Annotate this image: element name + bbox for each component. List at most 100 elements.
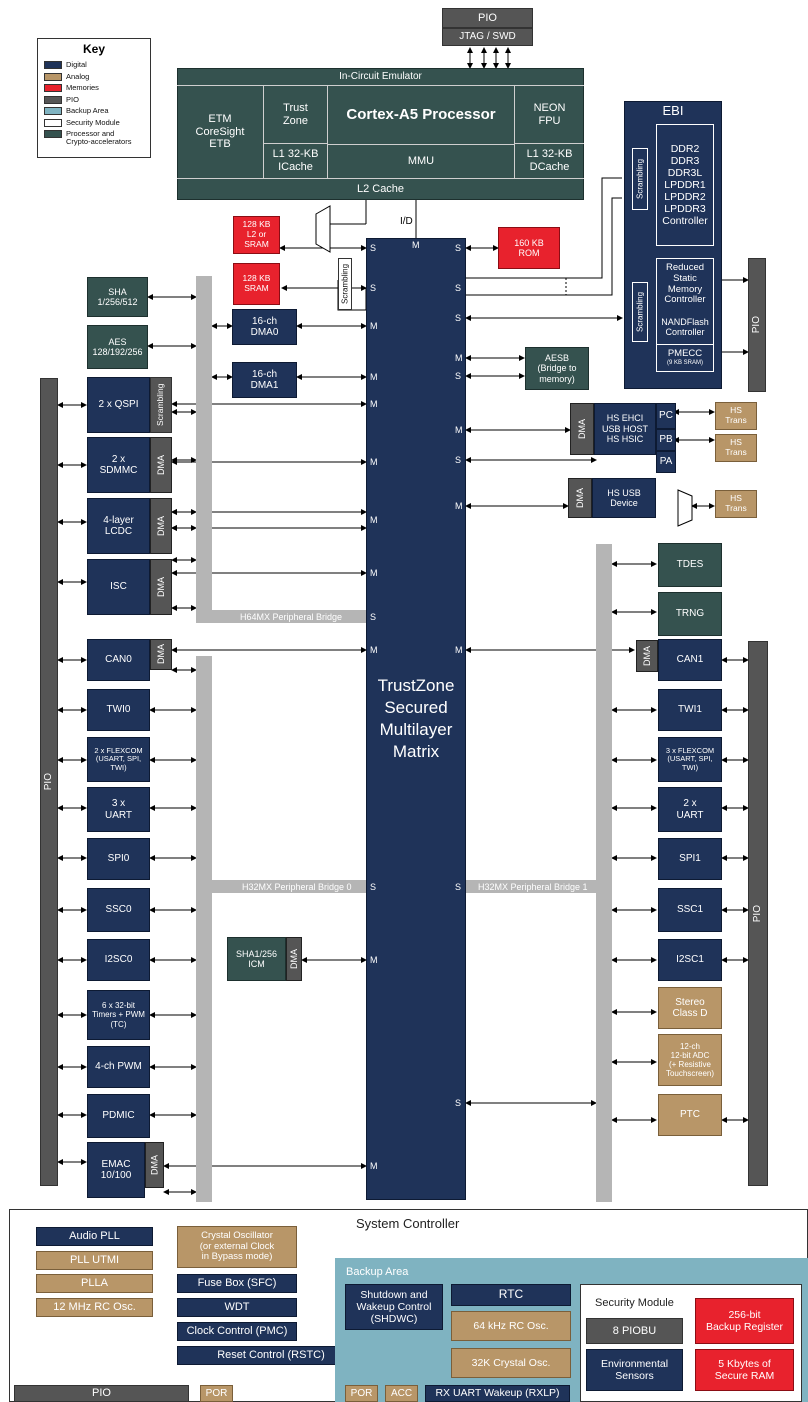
port-m-sdmmc: M — [370, 457, 378, 467]
ebi-ddr-scrambling: Scrambling — [632, 148, 648, 210]
emac-dma: DMA — [145, 1142, 164, 1188]
trng: TRNG — [658, 592, 722, 636]
tc: 6 x 32-bit Timers + PWM (TC) — [87, 990, 150, 1040]
port-m-icm: M — [370, 955, 378, 965]
trustzone: Trust Zone — [264, 86, 328, 144]
port-m-can1: M — [455, 645, 463, 655]
twi1: TWI1 — [658, 689, 722, 731]
uart-left: 3 x UART — [87, 787, 150, 832]
dcache: L1 32-KB DCache — [514, 144, 584, 178]
ebi-title: EBI — [662, 102, 684, 118]
spi1: SPI1 — [658, 838, 722, 880]
ptc: PTC — [658, 1094, 722, 1136]
sha: SHA 1/256/512 — [87, 277, 148, 317]
key-label: Digital — [66, 60, 87, 69]
env-sensors: Environmental Sensors — [586, 1349, 683, 1391]
neon-fpu: NEON FPU — [514, 86, 584, 144]
port-s-ebi2: S — [455, 313, 462, 323]
jtag-swd: JTAG / SWD — [442, 28, 533, 46]
port-m-top: M — [412, 240, 420, 250]
backup-title: Backup Area — [346, 1266, 409, 1278]
pwm: 4-ch PWM — [87, 1046, 150, 1088]
qspi-scrambling: Scrambling — [150, 377, 172, 433]
ebi-smc-scrambling: Scrambling — [632, 282, 648, 342]
i2sc1: I2SC1 — [658, 939, 722, 981]
port-s-ehci: S — [455, 455, 462, 465]
pll-utmi: PLL UTMI — [36, 1251, 153, 1270]
isc: ISC — [87, 559, 150, 615]
key-swatch — [44, 118, 62, 127]
right-pio-label: PIO — [752, 904, 764, 923]
qspi: 2 x QSPI — [87, 377, 150, 433]
key-label: Security Module — [66, 117, 120, 127]
sram-128kb: 128 KB SRAM — [233, 263, 280, 305]
etm: ETM CoreSight ETB — [177, 86, 264, 178]
port-m-emac: M — [370, 1161, 378, 1171]
class-d: Stereo Class D — [658, 987, 722, 1029]
port-s-bridge0: S — [370, 882, 377, 892]
key-label: Analog — [66, 71, 90, 81]
port-m-can0: M — [370, 645, 378, 655]
ebi-pmecc-label: PMECC — [667, 348, 703, 360]
key-swatch — [44, 72, 62, 81]
i2sc0: I2SC0 — [87, 939, 150, 981]
hs-trans-2: HS Trans — [715, 434, 757, 462]
sysctrl-pio: PIO — [14, 1385, 189, 1402]
emac: EMAC 10/100 — [87, 1142, 145, 1198]
key-label: Memories — [66, 83, 99, 92]
port-s-ptc: S — [455, 1098, 462, 1108]
plla: PLLA — [36, 1274, 153, 1293]
lcdc-dma: DMA — [150, 498, 172, 554]
wdt: WDT — [177, 1298, 297, 1317]
h64-bridge-label: H64MX Peripheral Bridge — [240, 612, 343, 622]
top-pio: PIO — [442, 8, 533, 28]
h32-bridge0 — [196, 880, 366, 893]
can1: CAN1 — [658, 639, 722, 681]
l2-cache: L2 Cache — [177, 178, 584, 200]
mem-scrambling: Scrambling — [338, 258, 352, 310]
usb-device: HS USB Device — [592, 478, 656, 518]
key-swatch — [44, 61, 62, 69]
h32-bridge0-vertical — [196, 656, 212, 1202]
sha-icm: SHA1/256 ICM — [227, 937, 286, 981]
twi0: TWI0 — [87, 689, 150, 731]
usb-ehci: HS EHCI USB HOST HS HSIC — [594, 403, 656, 455]
h64-bridge — [196, 610, 366, 623]
rxlp: RX UART Wakeup (RXLP) — [425, 1385, 570, 1402]
port-m-aesb: M — [455, 353, 463, 363]
flexcom-right: 3 x FLEXCOM (USART, SPI, TWI) — [658, 737, 722, 782]
acc: ACC — [385, 1385, 418, 1402]
can0-dma: DMA — [150, 639, 172, 670]
cortex-a5: Cortex-A5 Processor — [346, 106, 496, 124]
h64-bridge-vertical — [196, 276, 212, 623]
sysctrl-title: System Controller — [356, 1216, 460, 1231]
key-label: Processor and Crypto-accelerators — [66, 129, 132, 146]
sdmmc-dma: DMA — [150, 437, 172, 493]
aes: AES 128/192/256 — [87, 325, 148, 369]
ebi-nand: NANDFlash Controller — [656, 310, 714, 344]
trustzone-matrix: TrustZone Secured Multilayer Matrix — [366, 238, 466, 1200]
flexcom-left: 2 x FLEXCOM (USART, SPI, TWI) — [87, 737, 150, 782]
dma0: 16-ch DMA0 — [232, 309, 297, 345]
key-swatch — [44, 130, 62, 138]
ehci-dma: DMA — [570, 403, 594, 455]
port-pc: PC — [656, 403, 676, 429]
aesb: AESB (Bridge to memory) — [525, 347, 589, 390]
hs-trans-3: HS Trans — [715, 490, 757, 518]
pmc: Clock Control (PMC) — [177, 1322, 297, 1341]
port-m-lcdc: M — [370, 515, 378, 525]
icache: L1 32-KB ICache — [264, 144, 328, 178]
h32-bridge1-label: H32MX Peripheral Bridge 1 — [478, 882, 588, 892]
secure-ram: 5 Kbytes of Secure RAM — [695, 1349, 794, 1391]
port-s-l2: S — [370, 243, 377, 253]
id-label: I/D — [400, 216, 413, 227]
ebi-pmecc: PMECC (9 KB SRAM) — [656, 344, 714, 372]
port-m-ehci: M — [455, 425, 463, 435]
key-swatch — [44, 107, 62, 115]
h32-bridge0-label: H32MX Peripheral Bridge 0 — [242, 882, 352, 892]
port-s-ebi1: S — [455, 283, 462, 293]
ebi-pmecc-sub: (9 KB SRAM) — [666, 360, 703, 367]
key-title: Key — [82, 42, 105, 56]
hs-trans-1: HS Trans — [715, 402, 757, 430]
ssc1: SSC1 — [658, 888, 722, 932]
